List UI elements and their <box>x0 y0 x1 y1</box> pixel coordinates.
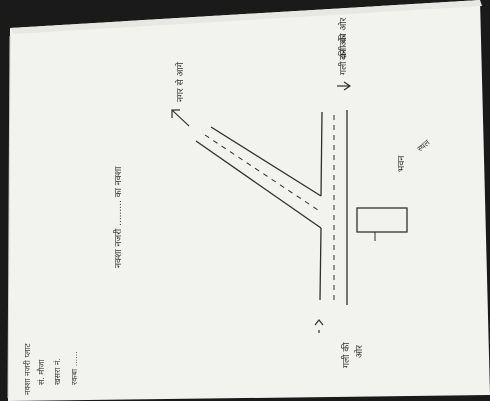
top-road-label-2: गली की ओर <box>337 33 349 75</box>
bottom-road-label: गली की <box>340 342 352 368</box>
building-note: भवन <box>397 155 407 172</box>
main-road-vertical <box>319 110 348 305</box>
bottom-road-arrow <box>314 319 324 333</box>
branch-road-diagonal <box>195 126 322 229</box>
diagonal-road-arrow <box>171 109 190 127</box>
top-road-arrow <box>337 81 352 91</box>
plot-building <box>356 207 408 233</box>
paper-sheet <box>8 0 490 401</box>
top-road-label: दानी की ओर <box>337 17 349 60</box>
bottom-road-label-2: ओर <box>353 345 365 358</box>
diagonal-road-label: नगर से आगे <box>174 61 186 102</box>
main-caption: नक्शा नजरी ......... का नक्शा <box>112 166 124 268</box>
left-note-4: रकबा ...... <box>70 351 79 385</box>
left-note-1: नक्शा नजरी प्लाट <box>22 342 32 395</box>
left-note-2: सं. मौजा <box>36 359 46 385</box>
page-edge-line <box>7 35 11 399</box>
left-note-3: खसरा नं. <box>53 358 62 385</box>
